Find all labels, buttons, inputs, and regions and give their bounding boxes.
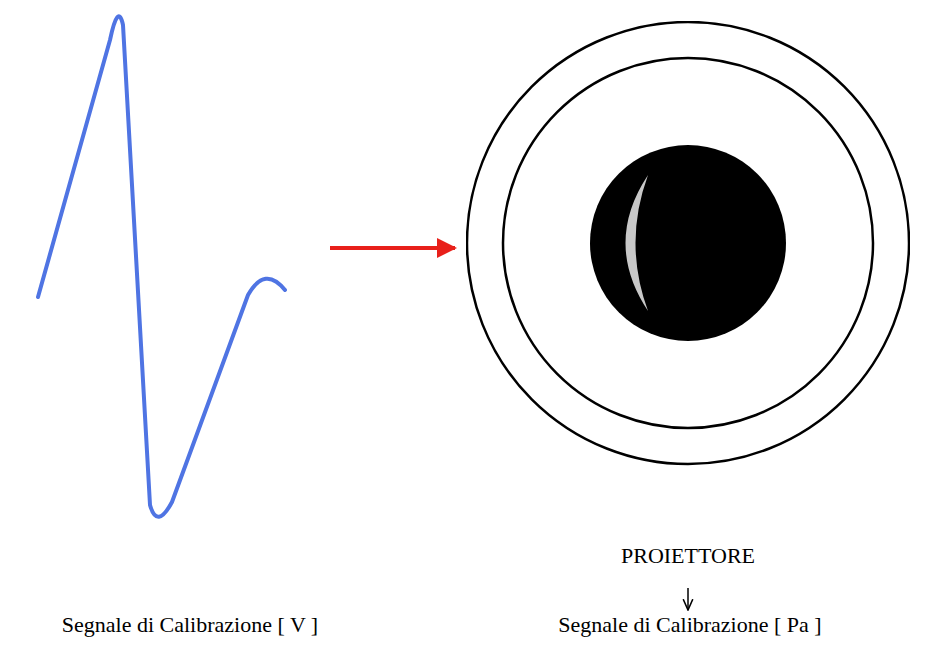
inner-ring [503, 58, 873, 428]
highlight [626, 175, 649, 311]
node-title: PROIETTORE [621, 543, 755, 569]
signal-caption: Segnale di Calibrazione [ Pa ] [558, 612, 821, 638]
projector-outline [466, 21, 910, 467]
signal-arrow [330, 246, 455, 250]
output-arrow [687, 588, 689, 610]
calibration-waveform [38, 16, 285, 516]
projector: PROIETTORE [466, 21, 910, 586]
signal-caption: Segnale di Calibrazione [ V ] [62, 612, 318, 638]
outer-ring [467, 22, 909, 464]
transducer-face [590, 145, 786, 341]
